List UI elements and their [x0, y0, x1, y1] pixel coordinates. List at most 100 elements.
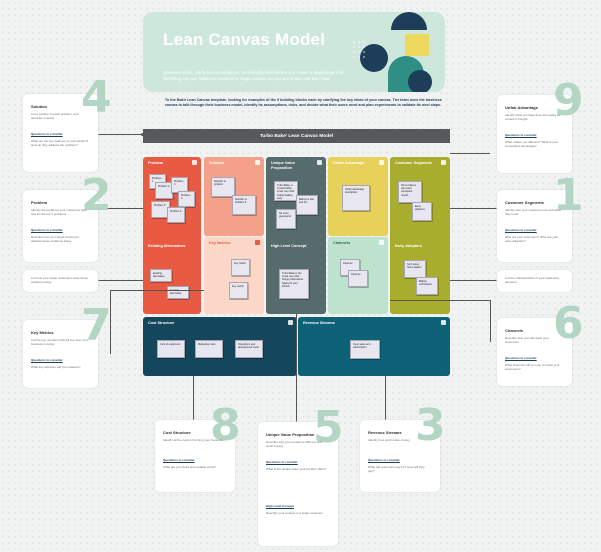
card-heading: Questions to consider — [31, 132, 63, 136]
problem-sticky-4[interactable]: Problem 4 — [178, 191, 195, 207]
revenue-streams-icon — [441, 320, 446, 325]
card-number-9: 9 — [553, 75, 584, 126]
metrics-sticky-2[interactable]: Key metric — [229, 282, 248, 299]
header-panel: Lean Canvas Model Generate ideas, clarif… — [143, 12, 445, 92]
card-uvp[interactable]: 5 Unique Value Proposition Describe why … — [258, 406, 344, 546]
card-title: Solution — [31, 104, 47, 109]
card-question: Identify how you'll make money. — [368, 438, 411, 442]
card-title: Problem — [31, 200, 48, 205]
header-illustration — [353, 12, 432, 92]
card-customer-segments[interactable]: 1 Customer Segments Identify who your cu… — [497, 174, 584, 262]
segments-sticky-1[interactable]: Home bakers who want consistent results — [398, 181, 422, 203]
connector-metrics-v — [110, 290, 111, 354]
card-cost-structure[interactable]: 8 Cost Structure Identify all the costs … — [155, 404, 241, 492]
card-key-metrics[interactable]: 7 Key Metrics List the key numbers that … — [23, 304, 112, 388]
card-title: Key Metrics — [31, 330, 54, 335]
uvp-block[interactable]: Unique Value Proposition Turbo Bake: a c… — [266, 157, 326, 314]
cost-sticky-2[interactable]: Marketing costs — [195, 340, 223, 358]
cost-structure-icon — [288, 320, 293, 325]
unfair-advantage-label: Unfair Advantage — [333, 161, 365, 165]
card-unfair-advantage[interactable]: 9 Unfair Advantage Identify what you hav… — [497, 79, 584, 173]
unfair-sticky-1[interactable]: Unfair advantage description — [342, 185, 370, 211]
card-number-6: 6 — [553, 298, 584, 349]
solution-block[interactable]: Solution Solution to problem Solution to… — [204, 157, 264, 236]
card-subtext: What will customers pay for? How will th… — [368, 465, 425, 474]
unfair-advantage-icon — [379, 160, 384, 165]
connector-solution — [83, 134, 143, 135]
key-metrics-block[interactable]: Key Metrics Key metric Key metric — [204, 237, 264, 314]
problem-block[interactable]: Problem Problem 1 Problem 2 Problem 3 Pr… — [143, 157, 201, 314]
card-title: Unique Value Proposition — [266, 432, 315, 437]
card-problem[interactable]: 2 Problem Identify the problems your cus… — [23, 174, 112, 262]
problem-sticky-6[interactable]: Problem 6 — [167, 207, 185, 223]
uvp-sticky-3[interactable]: No more guesswork — [276, 209, 296, 229]
card-heading: Questions to consider — [368, 458, 400, 462]
card-subtext: Who are your customers? Who are your ear… — [505, 235, 559, 244]
canvas-title-bar: Turbo Bake' Lean Canvas Model — [143, 129, 450, 143]
uvp-sticky-1[interactable]: Turbo Bake: a customizable smart oven th… — [274, 181, 298, 201]
revenue-streams-label: Revenue Streams — [303, 321, 335, 325]
cost-structure-block[interactable]: Cost Structure Cost of equipment Marketi… — [143, 317, 297, 376]
card-question: List the key numbers that tell you how y… — [31, 338, 88, 347]
card-heading: Questions to consider — [163, 458, 195, 462]
uvp-label: Unique Value Proposition — [271, 161, 295, 170]
uvp-icon — [317, 160, 322, 165]
card-title: Revenue Streams — [368, 430, 402, 435]
card-number-5: 5 — [313, 402, 344, 453]
card-subtext: What channels will you use to reach your… — [505, 363, 560, 372]
solution-sticky-2[interactable]: Solution to problem 2 — [232, 195, 256, 215]
card-question: Identify what you have that can't easily… — [505, 113, 561, 122]
early-sticky-1[interactable]: Tech savvy home bakers — [404, 260, 426, 278]
card-number-1: 1 — [553, 170, 584, 221]
revenue-sticky-1[interactable]: Oven sales and subscription — [350, 340, 380, 359]
existing-sticky-1[interactable]: Existing alternative — [150, 269, 172, 282]
card-heading: Questions to consider — [505, 133, 537, 137]
card-question: List a solution to each problem, and des… — [31, 112, 79, 121]
customer-segments-block[interactable]: Customer Segments Home bakers who want c… — [390, 157, 450, 314]
page-title: Lean Canvas Model — [163, 30, 326, 49]
connector-segments — [450, 208, 498, 209]
card-title: Channels — [505, 328, 524, 333]
existing-alternatives-label: Existing Alternatives — [148, 244, 186, 248]
card-early-adopters-note[interactable]: List the characteristics of your ideal e… — [497, 270, 572, 292]
connector-revenue — [385, 376, 386, 420]
cost-sticky-1[interactable]: Cost of equipment — [157, 340, 185, 358]
customer-segments-label: Customer Segments — [395, 161, 432, 165]
revenue-streams-block[interactable]: Revenue Streams Oven sales and subscript… — [298, 317, 450, 376]
card-heading: Questions to consider — [505, 228, 537, 232]
connector-cost — [193, 376, 194, 420]
customer-segments-icon — [441, 160, 446, 165]
card-title: Cost Structure — [163, 430, 191, 435]
card-heading: Questions to consider — [31, 228, 63, 232]
channels-label: Channels — [333, 241, 351, 245]
connector-dot — [141, 133, 144, 136]
connector-uvp — [296, 314, 297, 422]
connector-problem — [103, 208, 143, 209]
channels-sticky-2[interactable]: Channel — [348, 270, 368, 287]
existing-sticky-2[interactable]: Existing alternative — [167, 286, 189, 299]
card-heading-2: High Level Concept — [266, 504, 295, 508]
card-revenue-streams[interactable]: 3 Revenue Streams Identify how you'll ma… — [360, 404, 446, 492]
connector-existing — [98, 280, 143, 281]
card-solution[interactable]: 4 Solution List a solution to each probl… — [23, 76, 112, 172]
card-title: Customer Segments — [505, 200, 544, 205]
connector-channels-h — [390, 300, 490, 301]
connector-metrics-h — [110, 290, 204, 291]
card-channels[interactable]: 6 Channels Describe how you will reach y… — [497, 302, 584, 386]
card-existing-note[interactable]: List how your target customers solve the… — [23, 270, 98, 292]
solution-sticky-1[interactable]: Solution to problem — [211, 177, 235, 197]
connector-early — [450, 280, 498, 281]
unfair-advantage-block[interactable]: Unfair Advantage Unfair advantage descri… — [328, 157, 388, 236]
solution-icon — [255, 160, 260, 165]
hlc-sticky-1[interactable]: Turbo Bake is the smart oven that brings… — [279, 269, 309, 299]
cost-sticky-3[interactable]: Operations and development costs — [235, 340, 263, 358]
channels-block[interactable]: Channels Channel Channel — [328, 237, 388, 314]
channels-icon — [379, 240, 384, 245]
segments-sticky-2[interactable]: Early adopters — [412, 202, 432, 221]
early-sticky-2[interactable]: Baking enthusiasts — [416, 277, 438, 295]
metrics-sticky-1[interactable]: Key metric — [231, 259, 250, 276]
card-subtext: What makes you different? What is your c… — [505, 140, 559, 149]
card-subtext: What key activities will you measure? — [31, 365, 81, 369]
uvp-sticky-2[interactable]: Baking is fast and fun — [296, 195, 318, 215]
cost-structure-label: Cost Structure — [148, 321, 175, 325]
